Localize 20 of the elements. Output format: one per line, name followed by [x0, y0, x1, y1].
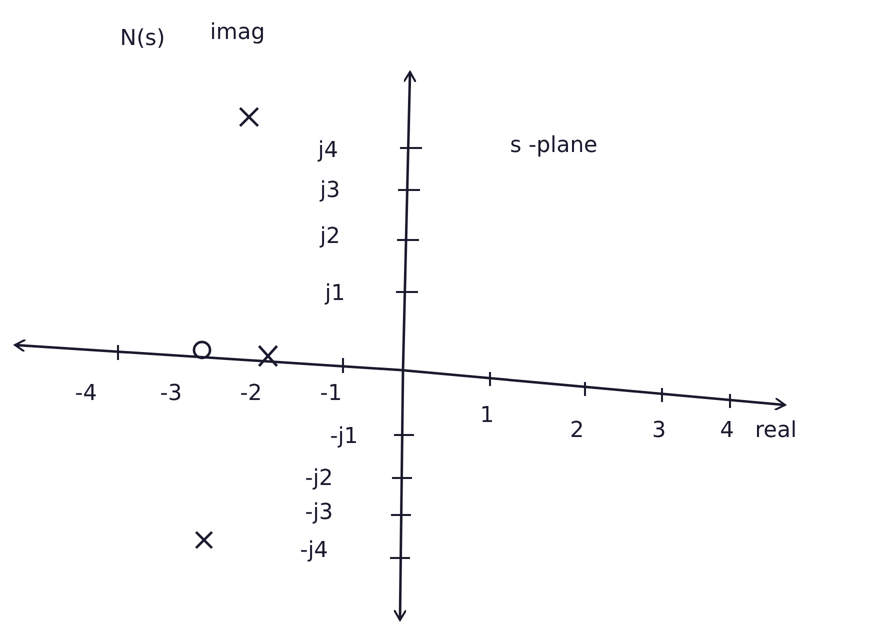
tick-label: -4 — [75, 383, 97, 405]
tick-label: -j3 — [305, 502, 334, 524]
tick-label: 4 — [720, 420, 734, 442]
tick-label: 1 — [480, 405, 494, 427]
tick-label: -1 — [320, 383, 342, 405]
tick-label: -j4 — [300, 540, 328, 562]
tick-label: 2 — [570, 420, 584, 442]
tick-label: -j2 — [305, 468, 334, 490]
plane-label: s -plane — [510, 135, 598, 157]
axis-title: real — [755, 420, 797, 442]
tick-label: -j1 — [330, 426, 358, 448]
tick-label: j4 — [318, 140, 338, 162]
tick-label: 3 — [652, 420, 666, 442]
tick-label: j3 — [320, 180, 340, 202]
axis-title: imag — [210, 22, 265, 44]
tick-label: -3 — [160, 383, 182, 405]
tick-label: -2 — [240, 383, 262, 405]
function-label: N(s) — [120, 28, 166, 50]
tick-label: j1 — [325, 283, 346, 305]
tick-label: j2 — [320, 226, 340, 248]
